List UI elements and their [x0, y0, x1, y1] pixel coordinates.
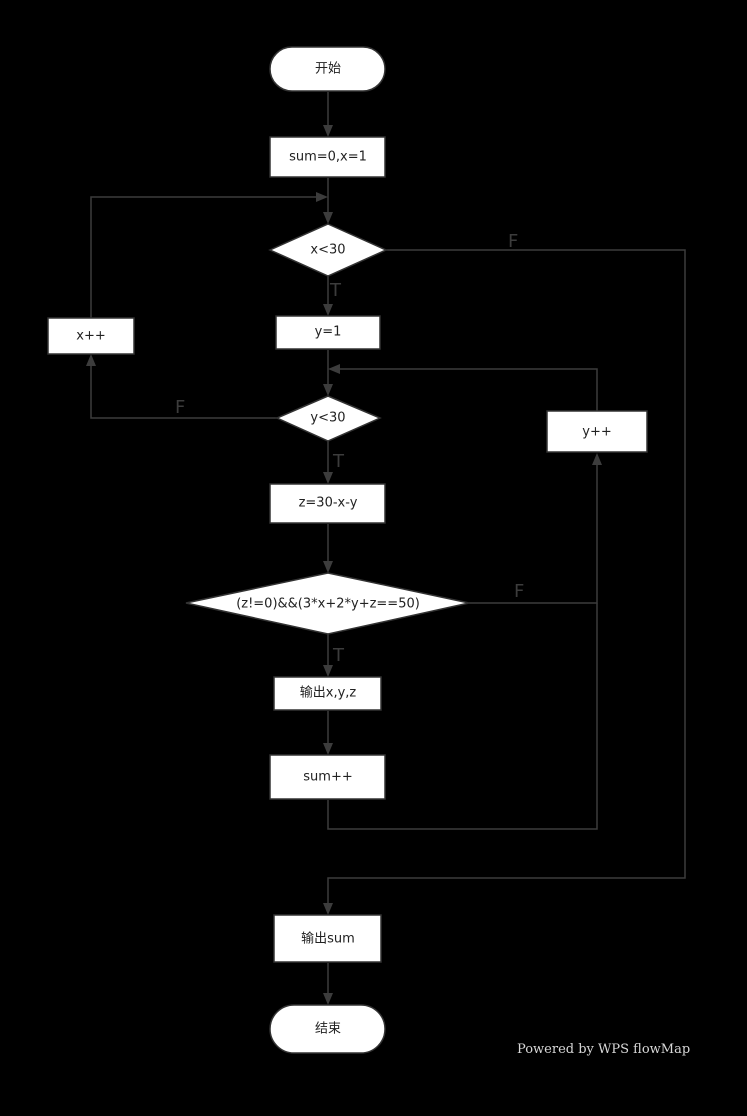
node-cond-main-label: (z!=0)&&(3*x+2*y+z==50)	[236, 597, 420, 612]
edge-label-cond-y-true: T	[332, 451, 345, 472]
node-cond-y: y<30	[275, 395, 382, 442]
node-start: 开始	[269, 46, 386, 92]
node-set-y-label: y=1	[315, 325, 342, 340]
node-end: 结束	[269, 1004, 386, 1054]
node-output-sum: 输出sum	[273, 914, 382, 963]
edge-label-cond-x-true: T	[329, 280, 342, 301]
node-set-y: y=1	[275, 315, 381, 350]
node-output-sum-label: 输出sum	[301, 931, 355, 947]
node-output-xyz-label: 输出x,y,z	[300, 685, 357, 701]
node-output-xyz: 输出x,y,z	[273, 676, 382, 711]
node-cond-x-label: x<30	[310, 243, 345, 258]
node-start-label: 开始	[315, 62, 341, 77]
edge-label-cond-main-true: T	[332, 645, 345, 666]
node-x-inc: x++	[47, 317, 135, 355]
node-calc-z-label: z=30-x-y	[299, 496, 358, 511]
node-cond-y-label: y<30	[310, 411, 345, 426]
node-sum-inc-label: sum++	[303, 770, 352, 785]
edge-label-cond-main-false: F	[514, 581, 524, 602]
edge-label-cond-x-false: F	[508, 231, 518, 252]
edge-label-cond-y-false: F	[175, 397, 185, 418]
node-cond-main: (z!=0)&&(3*x+2*y+z==50)	[185, 572, 470, 635]
footer-credit: Powered by WPS flowMap	[517, 1042, 690, 1057]
node-sum-inc: sum++	[269, 754, 386, 800]
connectors	[86, 92, 686, 1005]
node-end-label: 结束	[315, 1022, 341, 1037]
node-calc-z: z=30-x-y	[269, 483, 386, 524]
node-init-label: sum=0,x=1	[289, 150, 367, 165]
node-x-inc-label: x++	[76, 329, 105, 344]
node-y-inc: y++	[546, 410, 648, 453]
node-y-inc-label: y++	[582, 425, 611, 440]
node-init: sum=0,x=1	[269, 136, 386, 178]
node-cond-x: x<30	[268, 223, 388, 277]
